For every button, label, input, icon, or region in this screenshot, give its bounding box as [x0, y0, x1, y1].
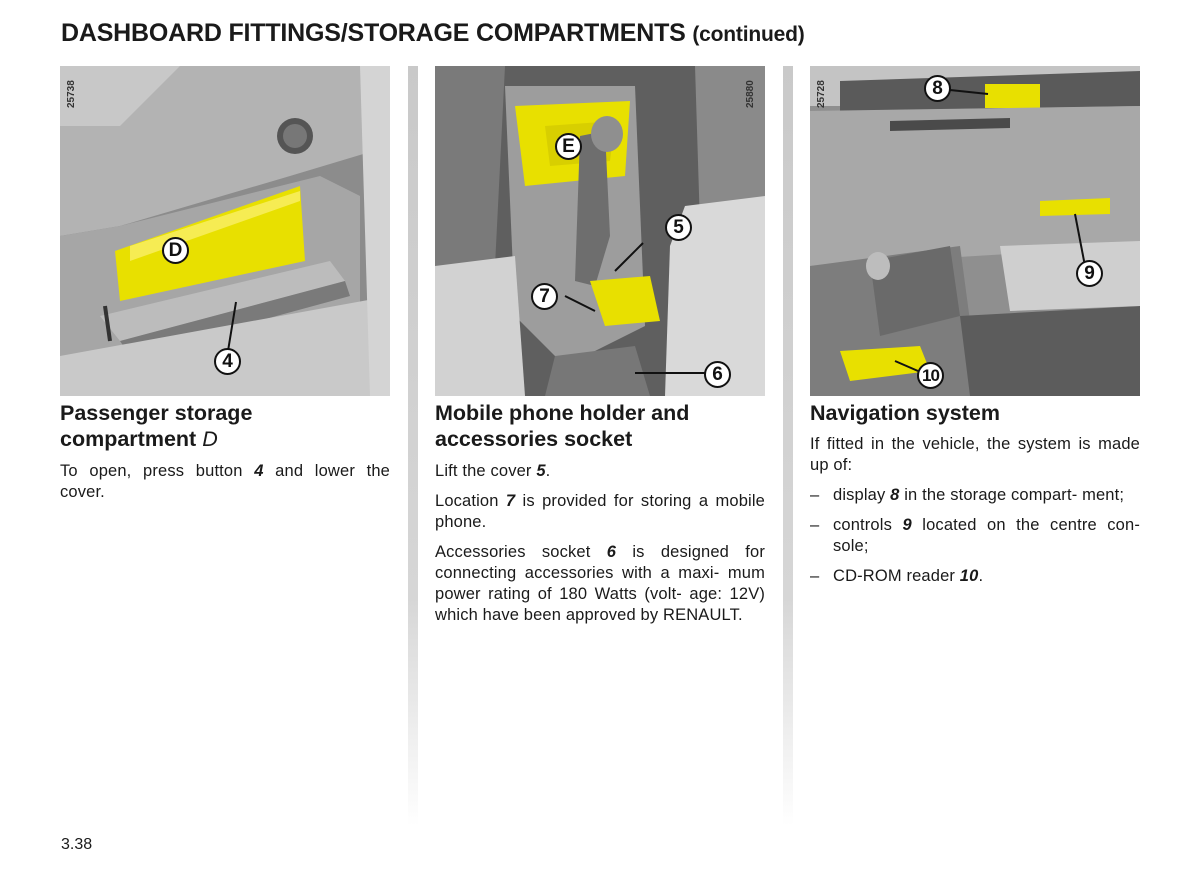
list-item: –controls 9 located on the centre con- s… [810, 516, 1140, 555]
navigation-components-list: –display 8 in the storage compart- ment;… [810, 485, 1140, 587]
callout-5: 5 [665, 214, 692, 241]
column-divider-left [408, 66, 418, 826]
photo-code-1: 25738 [66, 80, 77, 108]
section-navigation: Navigation system If fitted in the vehic… [810, 400, 1140, 596]
phone-para-2: Location 7 is provided for storing a mob… [435, 492, 765, 531]
photo-code-3: 25728 [816, 80, 827, 108]
list-item: –display 8 in the storage compart- ment; [810, 486, 1125, 504]
photo-passenger-compartment [60, 66, 390, 396]
section-phone: Mobile phone holder and accessories sock… [435, 400, 765, 626]
section-phone-title: Mobile phone holder and accessories sock… [435, 401, 690, 451]
callout-9: 9 [1076, 260, 1103, 287]
title-main: DASHBOARD FITTINGS/STORAGE COMPARTMENTS [61, 19, 686, 47]
section-navigation-title: Navigation system [810, 401, 1000, 425]
column-divider-right [783, 66, 793, 826]
callout-e: E [555, 133, 582, 160]
phone-para-3: Accessories socket 6 is designed for con… [435, 543, 765, 624]
photo-phone-holder [435, 66, 765, 396]
callout-10: 10 [917, 362, 944, 389]
callout-4: 4 [214, 348, 241, 375]
callout-6: 6 [704, 361, 731, 388]
passenger-instructions: To open, press button 4 and lower the co… [60, 462, 390, 501]
page-title: DASHBOARD FITTINGS/STORAGE COMPARTMENTS … [61, 19, 805, 48]
callout-8: 8 [924, 75, 951, 102]
callout-7: 7 [531, 283, 558, 310]
title-continued: (continued) [692, 23, 805, 46]
section-passenger: Passenger storage compartment D To open,… [60, 400, 390, 503]
phone-para-1: Lift the cover 5. [435, 462, 551, 480]
photo-code-2: 25880 [745, 80, 756, 108]
callout-d: D [162, 237, 189, 264]
section-passenger-title: Passenger storage compartment D [60, 401, 253, 451]
page-number: 3.38 [61, 836, 93, 853]
navigation-intro: If fitted in the vehicle, the system is … [810, 435, 1140, 474]
list-item: –CD-ROM reader 10. [810, 567, 984, 585]
photo-navigation-system [810, 66, 1140, 396]
